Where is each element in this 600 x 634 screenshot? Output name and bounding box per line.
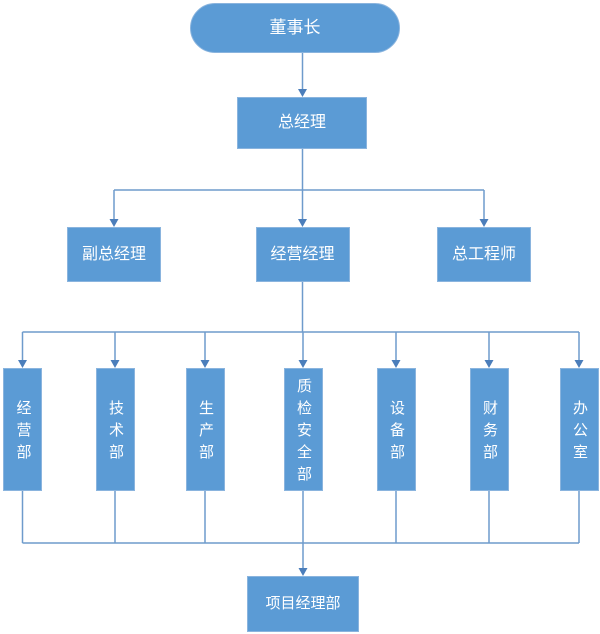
- node-dept-quality-safety: 质检安全部: [283, 368, 323, 491]
- node-dept-equipment: 设备部: [376, 368, 416, 491]
- arrowhead-deputy: [109, 219, 119, 227]
- node-general-manager: 总经理: [237, 97, 367, 149]
- arrowhead-dept-2: [110, 360, 120, 368]
- node-dept-technology: 技术部: [95, 368, 135, 491]
- node-operations-manager: 经营经理: [255, 227, 350, 282]
- dept-label: 技术部: [107, 400, 124, 466]
- dept-label: 设备部: [388, 400, 405, 466]
- arrowhead-chief: [479, 219, 489, 227]
- arrowhead-operations: [298, 219, 307, 227]
- node-project-management-dept: 项目经理部: [247, 576, 359, 632]
- arrowhead-dept-4: [298, 360, 308, 368]
- dept-label: 经营部: [14, 400, 32, 466]
- arrowhead-dept-5: [391, 360, 401, 368]
- arrowhead-gm: [298, 89, 307, 97]
- node-chief-engineer: 总工程师: [437, 227, 531, 282]
- dept-label: 财务部: [481, 400, 498, 466]
- arrowhead-project: [298, 568, 308, 576]
- arrowhead-dept-7: [574, 360, 584, 368]
- dept-label: 质检安全部: [295, 378, 312, 488]
- arrowhead-dept-3: [200, 360, 210, 368]
- arrowheads: [18, 89, 584, 576]
- node-dept-operations: 经营部: [3, 368, 42, 491]
- dept-label: 办公室: [571, 400, 588, 466]
- node-chairman: 董事长: [190, 3, 400, 53]
- node-dept-finance: 财务部: [469, 368, 509, 491]
- node-dept-production: 生产部: [185, 368, 225, 491]
- node-dept-office: 办公室: [559, 368, 599, 491]
- dept-label: 生产部: [197, 400, 214, 466]
- node-deputy-general-manager: 副总经理: [67, 227, 161, 282]
- arrowhead-dept-1: [18, 360, 27, 368]
- arrowhead-dept-6: [484, 360, 494, 368]
